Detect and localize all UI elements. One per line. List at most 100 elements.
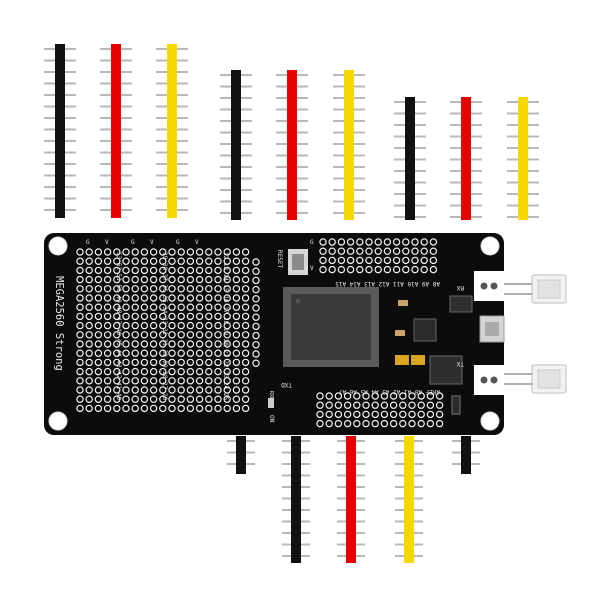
pcb-pad: [232, 303, 241, 311]
mounting-hole: [480, 411, 500, 431]
pcb-pad: [168, 377, 176, 385]
pcb-pad: [94, 266, 103, 275]
voltage-regulator: [429, 355, 463, 385]
pcb-pad: [131, 367, 139, 376]
pcb-pad: [149, 321, 158, 330]
pcb-pad: [159, 248, 167, 256]
pcb-pad: [214, 331, 222, 339]
pcb-pad: [149, 275, 158, 284]
header-body: [231, 70, 241, 220]
pcb-pad: [214, 275, 222, 284]
pcb-pad: [140, 312, 149, 321]
pcb-pad: [205, 266, 213, 275]
prototype-pad-grid: [76, 238, 444, 428]
pcb-pad: [149, 331, 158, 339]
usb-serial-chip: [413, 318, 437, 342]
pcb-pad: [149, 377, 158, 385]
pcb-pad: [149, 303, 158, 311]
pcb-pad: [337, 265, 346, 274]
pcb-pad: [159, 377, 167, 385]
pcb-pad: [122, 285, 130, 293]
pcb-pad: [426, 410, 435, 419]
pcb-pad: [205, 367, 213, 376]
pcb-pad: [76, 257, 84, 265]
pcb-pad: [113, 331, 121, 339]
pcb-pad: [429, 265, 438, 274]
pcb-pad: [131, 248, 139, 256]
pcb-pad: [346, 256, 355, 265]
rxd-label: RXD: [268, 391, 274, 400]
pcb-pad: [232, 248, 241, 256]
pcb-pad: [435, 419, 444, 428]
pcb-pad: [85, 321, 93, 330]
pcb-pad: [426, 392, 435, 400]
pcb-pad: [343, 401, 352, 409]
pcb-pad: [353, 392, 361, 400]
pcb-pad: [186, 303, 195, 311]
pcb-pad: [177, 386, 185, 394]
pcb-pad: [168, 395, 176, 403]
pcb-pad: [214, 349, 222, 357]
pcb-pad: [113, 275, 121, 284]
pcb-pad: [232, 331, 241, 339]
pcb-pad: [232, 321, 241, 330]
pcb-pad: [85, 275, 93, 284]
reset-label: RESET: [276, 250, 283, 268]
pcb-pad: [399, 392, 407, 400]
pcb-pad: [168, 294, 176, 302]
pcb-pad: [408, 392, 416, 400]
pcb-pad: [76, 248, 84, 256]
pcb-pad: [94, 340, 103, 348]
pcb-pad: [159, 303, 167, 311]
pin-header-black: [220, 70, 252, 220]
pcb-pad: [103, 404, 112, 413]
pcb-pad: [411, 265, 419, 274]
pcb-pad: [252, 341, 260, 349]
pcb-pad: [149, 248, 158, 256]
pcb-pad: [94, 367, 103, 376]
smd-component: [395, 330, 405, 336]
pcb-pad: [362, 419, 370, 428]
pcb-pad: [334, 410, 343, 419]
pcb-pad: [346, 247, 355, 255]
pcb-pad: [85, 386, 93, 394]
pcb-pad: [205, 275, 213, 284]
pcb-pad: [380, 419, 389, 428]
pcb-pad: [186, 275, 195, 284]
pcb-pad: [186, 377, 195, 385]
on-label: ON: [268, 415, 275, 423]
pcb-pad: [159, 358, 167, 367]
pcb-pad: [392, 247, 401, 255]
pcb-pad: [168, 257, 176, 265]
pcb-pad: [334, 419, 343, 428]
pcb-pad: [103, 294, 112, 302]
pcb-pad: [186, 294, 195, 302]
pcb-pad: [131, 303, 139, 311]
pcb-pad: [159, 349, 167, 357]
pcb-pad: [140, 303, 149, 311]
pcb-pad: [76, 367, 84, 376]
pcb-pad: [195, 312, 204, 321]
reset-button[interactable]: [288, 249, 308, 275]
pcb-pad: [328, 247, 336, 255]
pcb-pad: [168, 285, 176, 293]
pcb-pad: [241, 248, 250, 256]
analog-top-label: A8 A9 A10 A11 A12 A13 A14 A15: [335, 280, 440, 287]
pcb-pad: [195, 386, 204, 394]
pcb-pad: [85, 358, 93, 367]
pcb-pad: [94, 321, 103, 330]
pcb-pad: [149, 358, 158, 367]
pcb-pad: [223, 303, 231, 311]
pcb-pad: [168, 358, 176, 367]
pcb-pad: [85, 294, 93, 302]
pcb-pad: [392, 238, 401, 246]
pcb-pad: [241, 331, 250, 339]
pcb-pad: [214, 367, 222, 376]
pcb-pad: [94, 386, 103, 394]
pcb-pad: [319, 247, 327, 255]
pcb-pad: [103, 395, 112, 403]
pcb-pad: [232, 386, 241, 394]
pcb-pad: [113, 248, 121, 256]
pcb-pad: [94, 358, 103, 367]
